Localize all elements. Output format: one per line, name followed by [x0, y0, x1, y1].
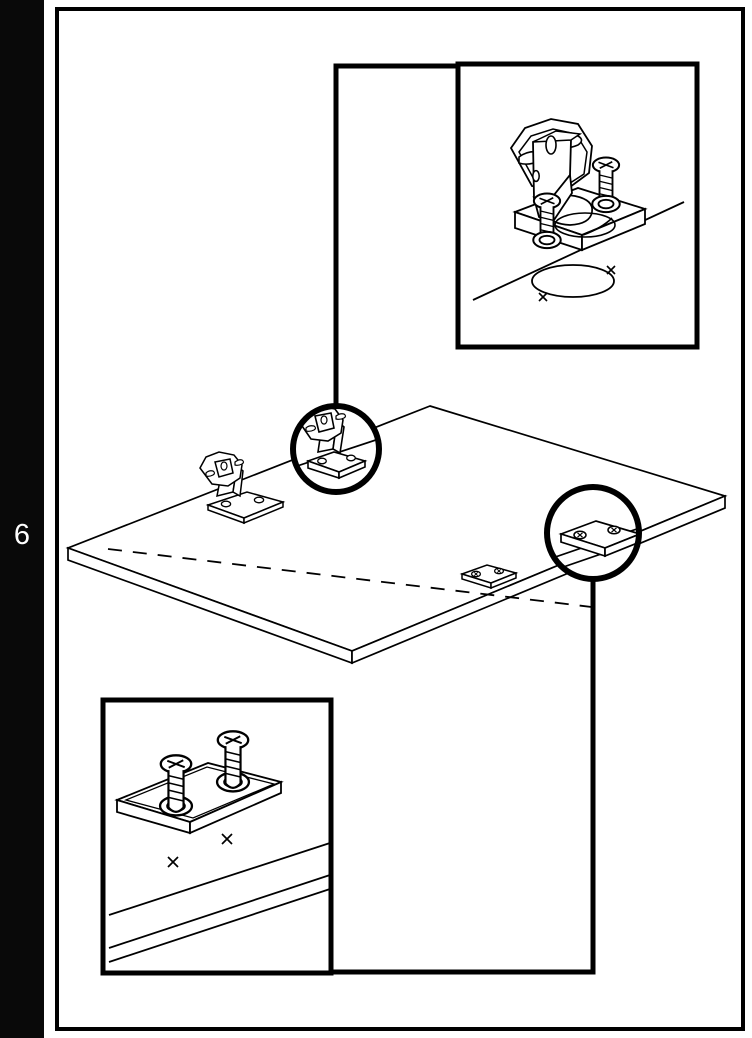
step-number-sidebar: 6 — [0, 0, 44, 1038]
step-number: 6 — [13, 519, 31, 551]
page-border-frame — [55, 7, 745, 1031]
